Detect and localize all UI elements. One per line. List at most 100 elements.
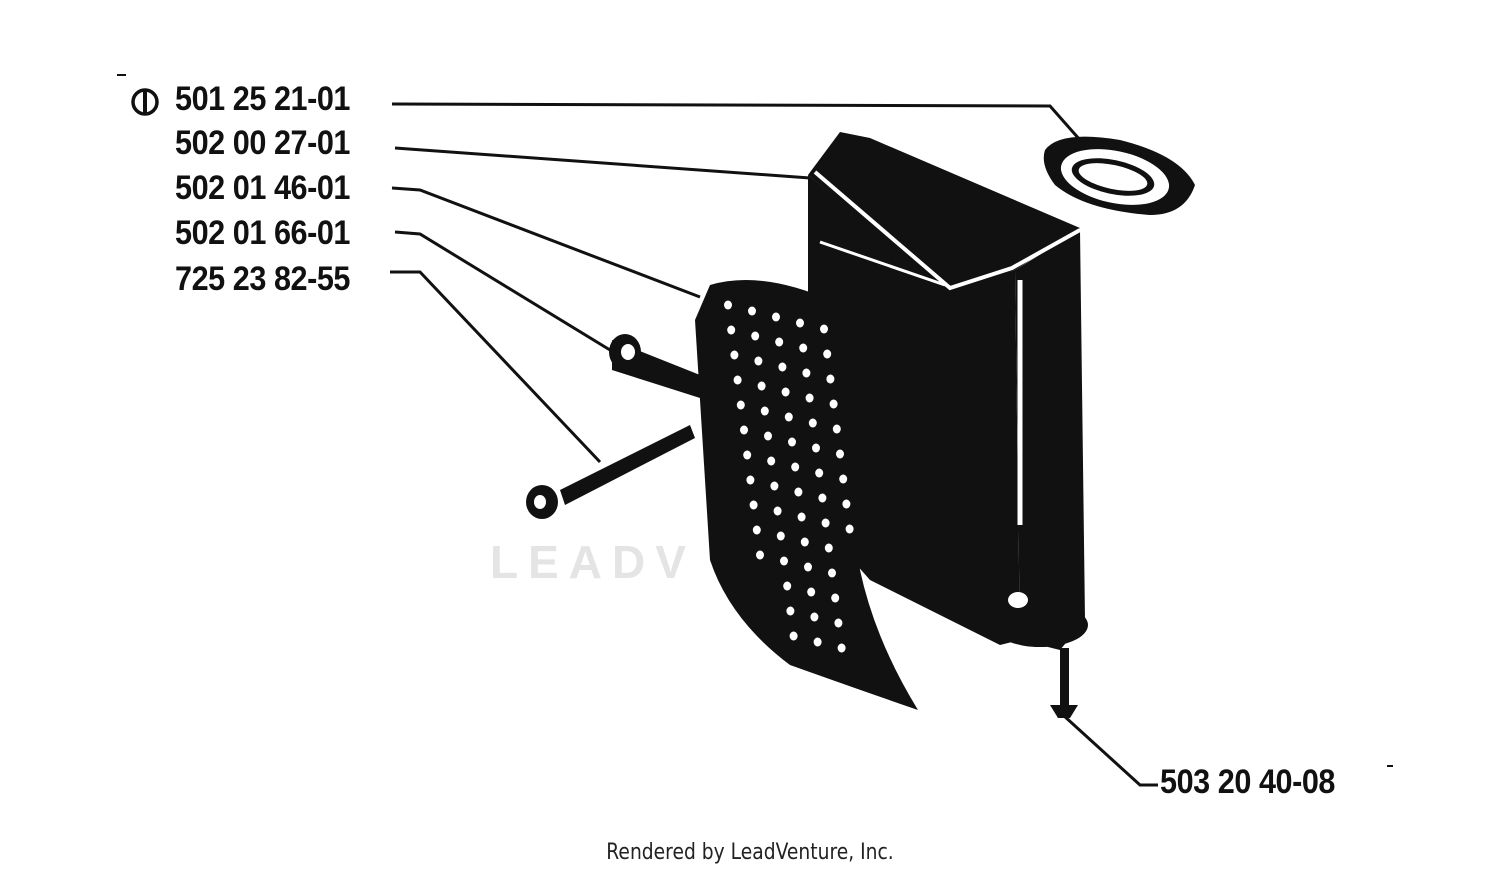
perforation-dot <box>837 643 846 653</box>
perforation-dot <box>800 537 809 547</box>
part-number-p1[interactable]: 501 25 21-01 <box>175 80 350 118</box>
perforation-dot <box>781 387 790 397</box>
perforation-dot <box>796 318 804 328</box>
perforation-dot <box>831 593 840 603</box>
perforation-dot <box>764 431 772 441</box>
perforation-dot <box>845 524 854 534</box>
perforation-dot <box>794 487 803 497</box>
perforation-dot <box>752 525 761 535</box>
long-screw-part <box>526 425 695 519</box>
muffler-top-edge <box>813 170 1081 291</box>
perforation-dot <box>805 393 814 403</box>
perforation-dot <box>756 550 764 560</box>
watermark: LEADV <box>490 536 696 588</box>
perforation-dot <box>842 499 851 509</box>
perforation-dot <box>823 349 832 359</box>
perforation-dot <box>802 368 811 378</box>
perforation-dot <box>834 618 843 628</box>
perforation-dot <box>740 425 748 435</box>
perforation-dot <box>730 350 739 360</box>
perforation-dot <box>813 637 822 647</box>
perforation-dot <box>767 456 776 466</box>
perforation-dot <box>815 468 824 478</box>
perforation-dot <box>812 443 820 453</box>
heat-shield-part <box>695 280 918 710</box>
heat-shield-plate <box>695 280 918 710</box>
leader-lines <box>390 102 1158 787</box>
leader-line-p4 <box>394 230 611 352</box>
perforation-dot <box>810 612 819 622</box>
perforation-dot <box>821 518 830 528</box>
perforation-dot <box>828 568 836 578</box>
gasket-part <box>1043 136 1195 215</box>
gasket-inner-hole <box>1078 163 1148 191</box>
perforation-dot <box>789 631 798 641</box>
leader-line-p5 <box>390 270 602 464</box>
leader-line-p2 <box>394 146 811 180</box>
muffler-bottom-boss <box>992 603 1088 647</box>
perforation-dot <box>746 475 755 485</box>
perforation-dot <box>829 399 838 409</box>
muffler-side <box>1015 230 1085 650</box>
perforation-dot <box>772 312 780 322</box>
screw-head-recess <box>534 495 546 509</box>
perforation-dot <box>727 325 736 335</box>
perforation-dot <box>820 324 828 334</box>
part-number-p5[interactable]: 725 23 82-55 <box>175 260 350 298</box>
footer-credit: Rendered by LeadVenture, Inc. <box>606 840 894 865</box>
perforation-dot <box>786 606 795 616</box>
perforation-dot <box>824 543 833 553</box>
leader-line-p6 <box>1061 713 1158 787</box>
heat-shield-perforations <box>724 300 854 653</box>
spacer-part <box>609 334 700 398</box>
perforation-dot <box>748 306 756 316</box>
perforation-dot <box>804 562 812 572</box>
perforation-dot <box>788 437 796 447</box>
perforation-dot <box>836 449 844 459</box>
leader-line-p1 <box>391 102 1082 141</box>
perforation-dot <box>808 418 817 428</box>
perforation-dot <box>791 462 800 472</box>
perforation-dot <box>797 512 806 522</box>
perforation-dot <box>807 587 816 597</box>
perforation-dot <box>754 356 763 366</box>
perforation-dot <box>749 500 758 510</box>
perforation-dot <box>776 531 785 541</box>
perforation-dot <box>733 375 742 385</box>
perforation-dot <box>778 362 787 372</box>
part-number-p6[interactable]: 503 20 40-08 <box>1160 763 1335 801</box>
bottom-screw-head <box>1050 705 1078 718</box>
muffler-bottom-boss-hole <box>1008 592 1028 608</box>
part-number-p2[interactable]: 502 00 27-01 <box>175 124 350 162</box>
perforation-dot <box>832 424 841 434</box>
perforation-dot <box>775 337 784 347</box>
bottom-screw-part <box>1050 648 1078 718</box>
leader-line-p3 <box>391 186 701 299</box>
muffler-body-part <box>808 132 1088 650</box>
perforation-dot <box>757 381 766 391</box>
perforation-dot <box>751 331 760 341</box>
muffler-top <box>808 132 1080 292</box>
perforation-dot <box>826 374 835 384</box>
perforation-dot <box>773 506 782 516</box>
perforation-dot <box>770 481 779 491</box>
perforation-dot <box>780 556 788 566</box>
perforation-dot <box>783 581 792 591</box>
part-number-p4[interactable]: 502 01 66-01 <box>175 214 350 252</box>
perforation-dot <box>760 406 769 416</box>
perforation-dot <box>743 450 752 460</box>
perforation-dot <box>784 412 793 422</box>
perforation-dot <box>799 343 808 353</box>
bottom-screw-shank <box>1060 648 1069 706</box>
perforation-dot <box>724 300 732 310</box>
part-number-p3[interactable]: 502 01 46-01 <box>175 169 350 207</box>
screw-shank <box>560 425 695 505</box>
muffler-top-crease <box>819 240 946 287</box>
spacer-head-hole <box>621 344 635 360</box>
perforation-dot <box>818 493 827 503</box>
perforation-dot <box>839 474 848 484</box>
perforation-dot <box>736 400 745 410</box>
muffler-front <box>808 175 1020 645</box>
circle-i-icon <box>131 88 159 116</box>
